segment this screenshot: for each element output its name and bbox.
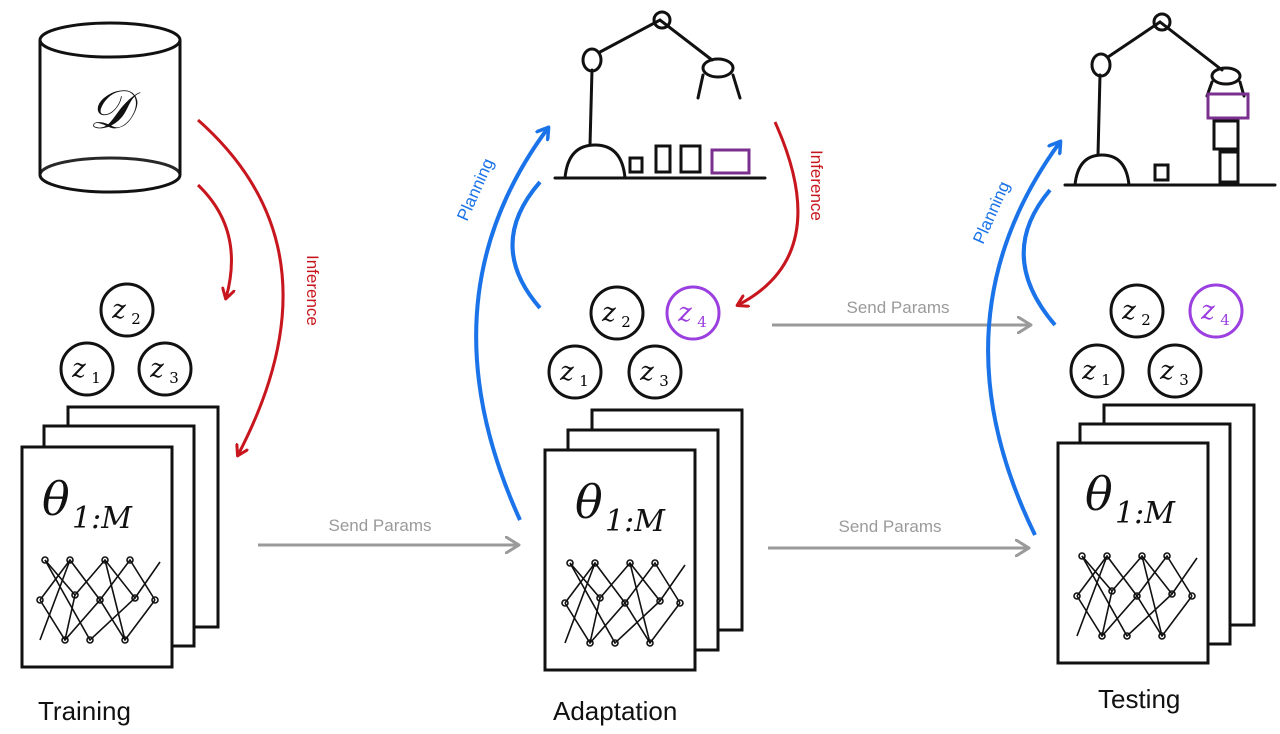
svg-text:z: z: [71, 354, 86, 384]
send-params-label-2: Send Params: [847, 298, 950, 317]
adaptation-param-stack: θ 1:M: [543, 408, 744, 672]
neural-net-icon: [561, 559, 686, 647]
svg-text:z: z: [111, 295, 126, 325]
neural-net-icon: [1073, 552, 1198, 640]
svg-text:z: z: [639, 357, 654, 387]
svg-text:1: 1: [1101, 371, 1111, 389]
latent-z2: z 2: [589, 285, 645, 341]
svg-text:z: z: [1081, 356, 1096, 386]
latent-z3: z 3: [137, 341, 193, 397]
latent-z4: z 4: [1188, 283, 1244, 339]
inference-label-adaptation: Inference: [807, 150, 826, 221]
latent-z4: z 4: [665, 285, 721, 341]
svg-text:1: 1: [91, 369, 101, 387]
new-block-testing: [1206, 92, 1250, 120]
latent-z2: z 2: [1109, 283, 1165, 339]
latent-z1: z 1: [59, 341, 115, 397]
latent-z3: z 3: [627, 344, 683, 400]
svg-text:z: z: [1159, 356, 1174, 386]
svg-text:z: z: [1200, 296, 1215, 326]
svg-text:2: 2: [131, 310, 141, 328]
dataset-cylinder: 𝒟: [38, 21, 182, 194]
svg-text:z: z: [149, 354, 164, 384]
latent-z2: z 2: [99, 282, 155, 338]
training-latents: z 2 z 1 z 3: [59, 282, 193, 397]
neural-net-icon: [36, 556, 161, 644]
svg-text:3: 3: [659, 372, 669, 390]
inference-arrow-long: [197, 118, 285, 455]
robot-scene-adaptation: [553, 10, 767, 180]
send-params-label-1: Send Params: [329, 516, 432, 535]
theta-label-adaptation: θ: [575, 475, 603, 529]
planning-arrow-long-testing: [986, 142, 1060, 536]
svg-text:4: 4: [697, 313, 707, 331]
svg-text:1:M: 1:M: [1115, 496, 1176, 531]
svg-text:z: z: [601, 298, 616, 328]
svg-text:1: 1: [579, 372, 589, 390]
testing-latents: z 2 z 4 z 1 z 3: [1069, 283, 1244, 399]
theta-label-training: θ: [42, 472, 70, 526]
svg-text:z: z: [677, 298, 692, 328]
stage-label-adaptation: Adaptation: [553, 696, 677, 726]
svg-text:3: 3: [1179, 371, 1189, 389]
planning-arrow-long-adaptation: [474, 128, 548, 521]
svg-text:1:M: 1:M: [605, 504, 666, 539]
latent-z1: z 1: [547, 344, 603, 400]
training-param-stack: θ 1:M: [20, 405, 220, 669]
adaptation-latents: z 2 z 4 z 1 z 3: [547, 285, 721, 400]
svg-text:z: z: [559, 357, 574, 387]
new-block-adaptation: [710, 148, 751, 175]
planning-label-adaptation: Planning: [453, 155, 497, 223]
stage-label-training: Training: [38, 696, 131, 726]
testing-param-stack: θ 1:M: [1056, 403, 1256, 665]
planning-arrow-short-testing: [1021, 188, 1057, 327]
inference-label-training: Inference: [303, 255, 322, 326]
svg-text:3: 3: [169, 369, 179, 387]
inference-arrow-short: [196, 183, 231, 298]
dataset-symbol: 𝒟: [88, 78, 140, 141]
theta-label-testing: θ: [1085, 467, 1113, 521]
svg-text:2: 2: [1141, 311, 1151, 329]
svg-text:z: z: [1121, 296, 1136, 326]
robot-scene-testing: [1063, 12, 1277, 187]
svg-text:2: 2: [621, 313, 631, 331]
send-params-label-3: Send Params: [839, 517, 942, 536]
svg-text:4: 4: [1220, 311, 1230, 329]
latent-z1: z 1: [1069, 343, 1125, 399]
inference-arrow-adaptation: [738, 121, 800, 305]
latent-z3: z 3: [1147, 343, 1203, 399]
svg-text:1:M: 1:M: [72, 501, 133, 536]
planning-arrow-short-adaptation: [510, 180, 542, 310]
stage-label-testing: Testing: [1098, 684, 1180, 714]
